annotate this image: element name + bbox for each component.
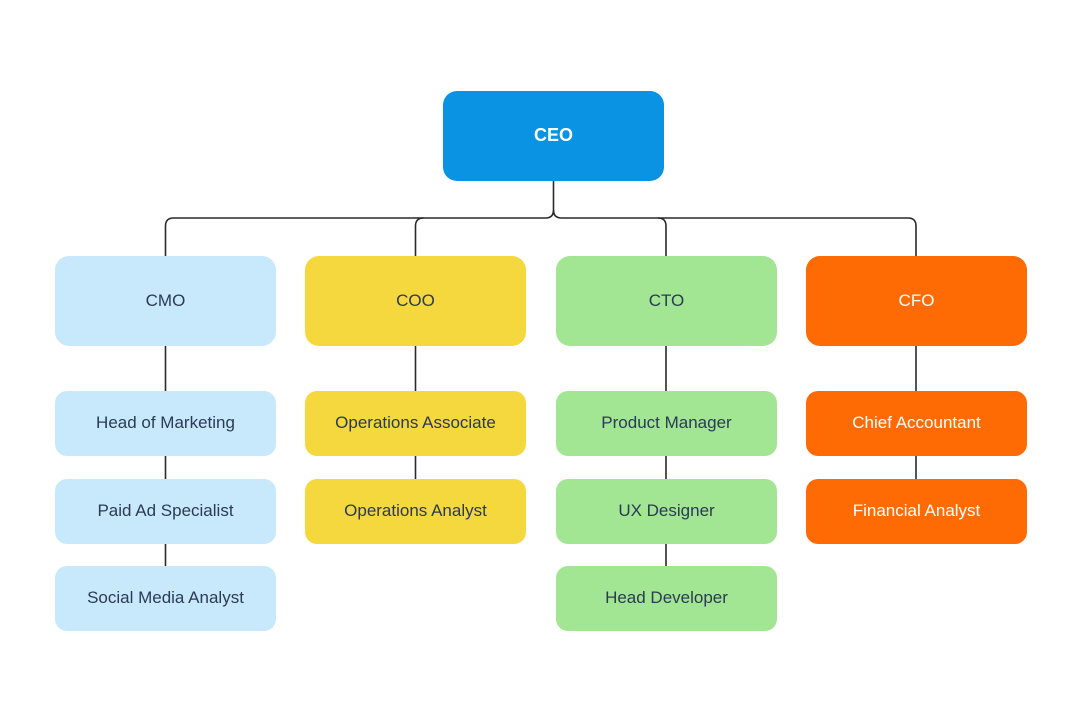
- social-media-analyst-label: Social Media Analyst: [87, 588, 244, 608]
- operations-analyst-box: Operations Analyst: [305, 479, 526, 544]
- ceo-label: CEO: [533, 125, 573, 146]
- chief-accountant-label: Chief Accountant: [852, 413, 981, 433]
- ceo-box: CEO: [443, 91, 664, 181]
- ux-designer-box: UX Designer: [556, 479, 777, 544]
- coo-label: COO: [396, 290, 435, 310]
- head-developer-label: Head Developer: [605, 588, 728, 608]
- connector-bus-coo: [414, 217, 424, 256]
- connector-ceo-right: [552, 209, 562, 219]
- head-developer-box: Head Developer: [556, 566, 777, 631]
- financial-analyst-box: Financial Analyst: [806, 479, 1027, 544]
- product-manager-box: Product Manager: [556, 391, 777, 456]
- cfo-box: CFO: [806, 256, 1027, 346]
- coo-box: COO: [305, 256, 526, 346]
- operations-associate-label: Operations Associate: [335, 413, 496, 433]
- cfo-label: CFO: [898, 290, 935, 310]
- head-of-marketing-label: Head of Marketing: [96, 413, 235, 433]
- chief-accountant-box: Chief Accountant: [806, 391, 1027, 456]
- paid-ad-specialist-box: Paid Ad Specialist: [55, 479, 276, 544]
- product-manager-label: Product Manager: [601, 413, 732, 433]
- connector-bus-cmo: [164, 217, 546, 256]
- connector-ceo-left: [545, 181, 555, 219]
- financial-analyst-label: Financial Analyst: [852, 501, 981, 521]
- social-media-analyst-box: Social Media Analyst: [55, 566, 276, 631]
- cto-box: CTO: [556, 256, 777, 346]
- connector-bus-cfo: [561, 217, 917, 256]
- cto-label: CTO: [648, 290, 685, 310]
- operations-associate-box: Operations Associate: [305, 391, 526, 456]
- paid-ad-specialist-label: Paid Ad Specialist: [97, 501, 234, 521]
- connector-bus-cto: [657, 217, 667, 256]
- cmo-box: CMO: [55, 256, 276, 346]
- cmo-label: CMO: [145, 290, 186, 310]
- operations-analyst-label: Operations Analyst: [344, 501, 487, 521]
- ux-designer-label: UX Designer: [618, 501, 715, 521]
- head-of-marketing-box: Head of Marketing: [55, 391, 276, 456]
